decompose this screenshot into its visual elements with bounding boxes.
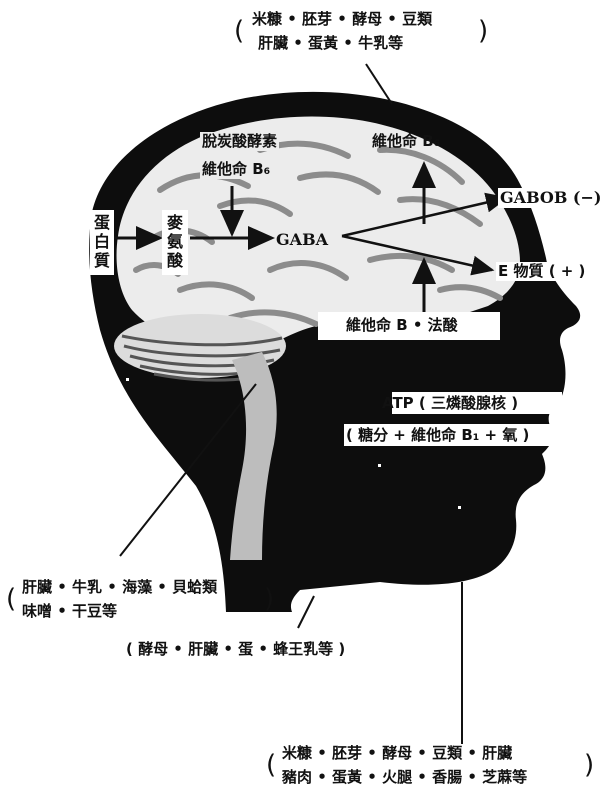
- glutamate-char-1: 麥: [166, 213, 183, 232]
- leader-top: [365, 63, 393, 105]
- protein-label: 蛋 白 質: [90, 210, 114, 275]
- left-food-close-paren: ): [264, 584, 275, 614]
- gabob-label: GABOB (−): [498, 188, 604, 208]
- bottom-food-open-paren: (: [266, 750, 277, 780]
- gaba-label: GABA: [276, 230, 329, 249]
- top-food-close-paren: ): [478, 16, 489, 46]
- speckles: [126, 378, 519, 523]
- top-food-line-2: 肝臟 • 蛋黃 • 牛乳等: [258, 34, 404, 52]
- atp-band: [392, 392, 562, 414]
- leader-left: [119, 383, 257, 557]
- atp-sub-band: [344, 424, 558, 446]
- glutamate-char-3: 酸: [166, 250, 183, 270]
- bottom-food-line-1: 米糠 • 胚芽 • 酵母 • 豆類 • 肝臟: [282, 744, 513, 762]
- folic-acid-band: [318, 312, 500, 340]
- vitamin-b6-label: 維他命 B₆: [372, 132, 441, 150]
- protein-char-3: 質: [93, 250, 110, 270]
- atp-sub-label: ( 糖分 + 維他命 B₁ + 氧 ): [346, 426, 530, 444]
- brain-stem: [230, 352, 277, 560]
- protein-char-2: 白: [93, 231, 110, 251]
- vitamin-b-folic-label: 維他命 B • 法酸: [346, 316, 458, 334]
- e-substance-label: E 物質 ( + ): [496, 262, 588, 281]
- enzyme-label: 脫炭酸酵素: [200, 132, 280, 151]
- protein-char-1: 蛋: [93, 213, 110, 232]
- glutamate-char-2: 氨: [166, 231, 183, 251]
- arrow-gaba-to-e-substance: [341, 234, 495, 276]
- left-food-open-paren: (: [6, 584, 17, 614]
- left-food-line-1: 肝臟 • 牛乳 • 海藻 • 貝蛤類: [22, 578, 218, 596]
- leader-middle: [297, 595, 315, 629]
- left-food-line-2: 味噌 • 干豆等: [22, 602, 118, 620]
- bottom-food-line-2: 豬肉 • 蛋黃 • 火腿 • 香腸 • 芝蔴等: [282, 768, 528, 786]
- enzyme-vitamin-label: 維他命 B₆: [200, 160, 273, 179]
- atp-label: ATP ( 三燐酸腺核 ): [382, 394, 519, 412]
- middle-food-label: ( 酵母 • 肝臟 • 蛋 • 蜂王乳等 ): [126, 640, 346, 658]
- glutamate-label: 麥 氨 酸: [162, 210, 188, 275]
- top-food-open-paren: (: [234, 16, 245, 46]
- top-food-line-1: 米糠 • 胚芽 • 酵母 • 豆類: [252, 10, 433, 28]
- bottom-food-close-paren: ): [584, 750, 595, 780]
